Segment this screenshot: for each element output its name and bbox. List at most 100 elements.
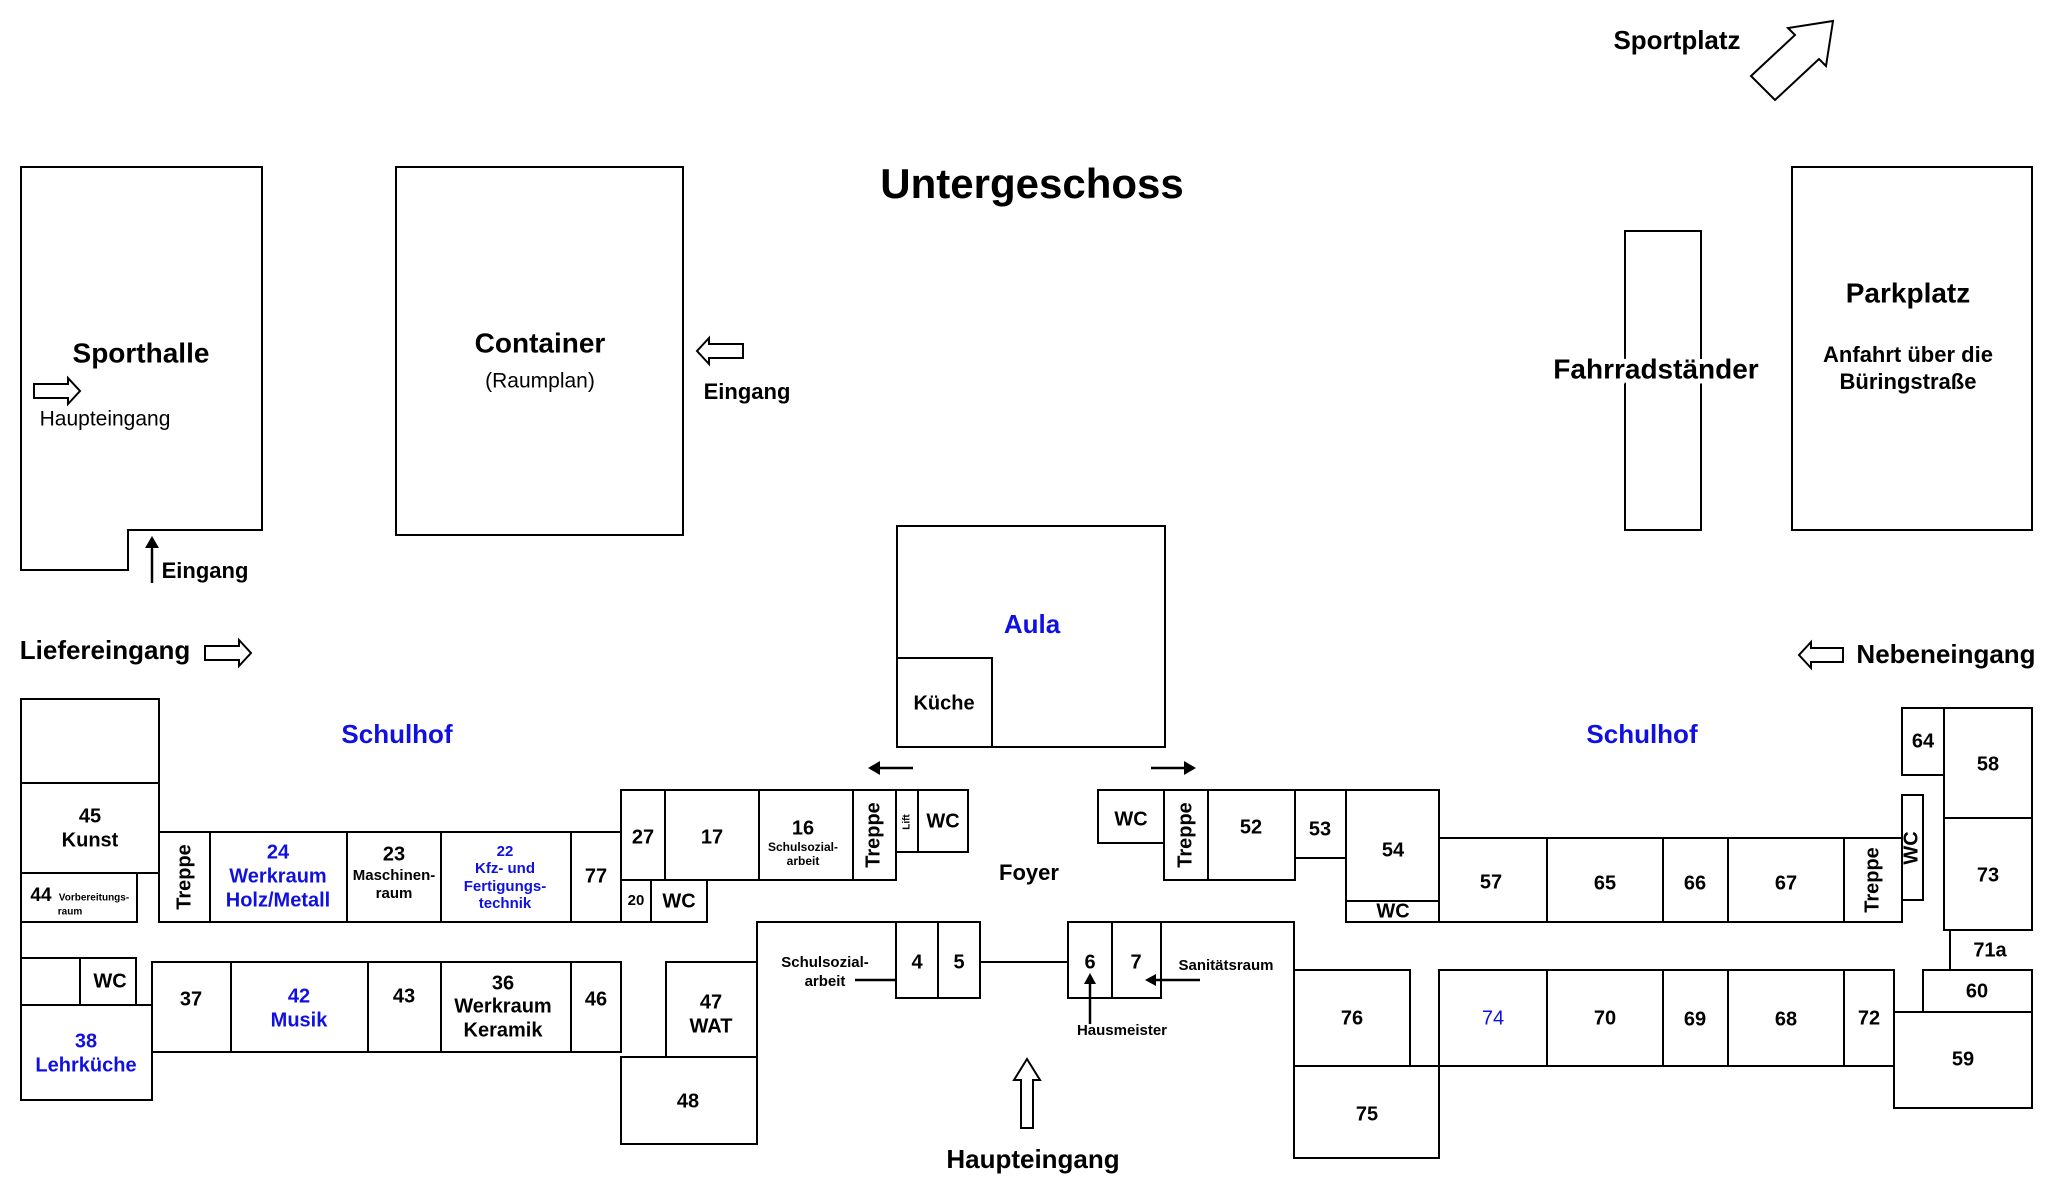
room-69[interactable] bbox=[1662, 969, 1729, 1067]
room-4[interactable] bbox=[895, 921, 939, 999]
parkplatz-area bbox=[1791, 166, 2033, 531]
room-58-number: 58 bbox=[1977, 753, 1999, 775]
room-76-number: 76 bbox=[1341, 1007, 1363, 1029]
room-27[interactable] bbox=[620, 789, 666, 881]
room-22-name1: Kfz- und bbox=[475, 860, 535, 877]
entrance-arrow-icon bbox=[695, 335, 744, 367]
room-42-name: Musik bbox=[271, 1009, 329, 1031]
room-23-number: 23 bbox=[383, 843, 405, 865]
sanitaetsraum-label: Sanitätsraum bbox=[1178, 957, 1273, 974]
room-54[interactable] bbox=[1345, 789, 1440, 902]
container-entrance-label: Eingang bbox=[704, 379, 791, 404]
room-16[interactable] bbox=[758, 789, 854, 881]
sporthalle-building[interactable]: Sporthalle Haupteingang Eingang bbox=[20, 166, 263, 583]
wc-left[interactable] bbox=[650, 879, 708, 923]
nebeneingang-arrow-icon bbox=[1797, 639, 1844, 671]
treppe-center-right-label: Treppe bbox=[1174, 802, 1196, 868]
room-37-number: 37 bbox=[180, 988, 202, 1010]
treppe-right-label: Treppe bbox=[1861, 847, 1883, 913]
room-22-name2: Fertigungs- bbox=[464, 878, 547, 895]
room-23-name2: raum bbox=[376, 885, 413, 902]
room-73-number: 73 bbox=[1977, 864, 1999, 886]
room-42[interactable] bbox=[230, 961, 369, 1053]
page-title: Untergeschoss bbox=[880, 160, 1183, 207]
kueche-room[interactable] bbox=[896, 657, 993, 748]
arrow-left-icon bbox=[868, 761, 880, 775]
room-52[interactable] bbox=[1207, 789, 1296, 881]
room-22-number: 22 bbox=[497, 843, 514, 860]
liefereingang-label: Liefereingang bbox=[20, 635, 190, 665]
room-38-number: 38 bbox=[75, 1030, 97, 1052]
room-24-name1: Werkraum bbox=[229, 865, 326, 887]
room-43[interactable] bbox=[367, 961, 442, 1053]
room-5-number: 5 bbox=[953, 951, 964, 973]
room-72[interactable] bbox=[1843, 969, 1895, 1067]
sportplatz-arrow-icon bbox=[1749, 19, 1835, 102]
parkplatz-line1: Anfahrt über die bbox=[1823, 342, 1993, 367]
room-22-name3: technik bbox=[479, 895, 532, 912]
container-building[interactable]: Container (Raumplan) Eingang bbox=[395, 166, 791, 536]
treppe-left-label: Treppe bbox=[173, 844, 195, 910]
room-5[interactable] bbox=[937, 921, 981, 999]
room-47-name: WAT bbox=[690, 1015, 733, 1037]
room-44[interactable] bbox=[20, 872, 138, 923]
room-59[interactable] bbox=[1893, 1011, 2033, 1109]
treppe-center-left-label: Treppe bbox=[862, 802, 884, 868]
room-7[interactable] bbox=[1111, 921, 1162, 999]
room-45-number: 45 bbox=[79, 805, 101, 827]
wc-center-right[interactable] bbox=[1097, 789, 1165, 844]
room-47[interactable] bbox=[665, 961, 758, 1058]
arrow-up-icon bbox=[145, 536, 159, 548]
room-64[interactable] bbox=[1901, 707, 1945, 776]
room-48-number: 48 bbox=[677, 1090, 699, 1112]
treppe-left[interactable] bbox=[158, 831, 211, 923]
room-76[interactable] bbox=[1293, 969, 1411, 1067]
treppe-center-left[interactable] bbox=[852, 789, 897, 881]
liefereingang-arrow-icon bbox=[204, 637, 253, 669]
treppe-right[interactable] bbox=[1843, 837, 1903, 923]
room-44-name1: Vorbereitungs- bbox=[59, 893, 129, 904]
room-20[interactable] bbox=[620, 879, 652, 923]
room-24-name2: Holz/Metall bbox=[226, 889, 330, 911]
room-75[interactable] bbox=[1293, 1065, 1440, 1159]
aula-area[interactable]: Aula Küche bbox=[896, 525, 1166, 748]
room-20-number: 20 bbox=[628, 892, 645, 909]
wc-right[interactable] bbox=[1901, 794, 1924, 901]
room-58[interactable] bbox=[1943, 707, 2033, 819]
room-42-number: 42 bbox=[288, 985, 310, 1007]
room-65[interactable] bbox=[1546, 837, 1664, 923]
room-48[interactable] bbox=[620, 1056, 758, 1145]
room-70[interactable] bbox=[1546, 969, 1664, 1067]
room-46[interactable] bbox=[570, 961, 622, 1053]
sporthalle-entrance-label: Haupteingang bbox=[40, 408, 171, 431]
room-59-number: 59 bbox=[1952, 1048, 1974, 1070]
schulsozial-label-2: arbeit bbox=[805, 973, 846, 990]
fahrrad-area bbox=[1624, 230, 1702, 531]
room-38-upper bbox=[20, 957, 81, 1006]
wc-center-left[interactable] bbox=[917, 789, 969, 853]
room-17[interactable] bbox=[664, 789, 760, 881]
room-43-number: 43 bbox=[393, 985, 415, 1007]
corridor-wall-right bbox=[1161, 921, 1295, 970]
fahrrad-label: Fahrradständer bbox=[1553, 353, 1758, 384]
sporthalle-side-entrance-label: Eingang bbox=[162, 558, 249, 583]
room-74[interactable] bbox=[1438, 969, 1548, 1067]
room-64-number: 64 bbox=[1912, 730, 1935, 752]
wc-center-right-label: WC bbox=[1114, 808, 1147, 830]
room-27-number: 27 bbox=[632, 826, 654, 848]
room-57[interactable] bbox=[1438, 837, 1548, 923]
room-66-number: 66 bbox=[1684, 872, 1706, 894]
wc-center-left-label: WC bbox=[926, 810, 959, 832]
room-73[interactable] bbox=[1943, 817, 2033, 931]
wc-54-label: WC bbox=[1376, 900, 1409, 922]
room-38[interactable] bbox=[20, 1004, 153, 1101]
room-24[interactable] bbox=[209, 831, 348, 923]
room-6-number: 6 bbox=[1084, 951, 1095, 973]
room-45-upper bbox=[20, 698, 160, 784]
room-60[interactable] bbox=[1922, 969, 2033, 1013]
room-45[interactable] bbox=[20, 782, 160, 874]
room-22[interactable] bbox=[440, 831, 572, 923]
schulhof-right-label: Schulhof bbox=[1586, 719, 1698, 749]
foyer-label: Foyer bbox=[999, 860, 1059, 885]
